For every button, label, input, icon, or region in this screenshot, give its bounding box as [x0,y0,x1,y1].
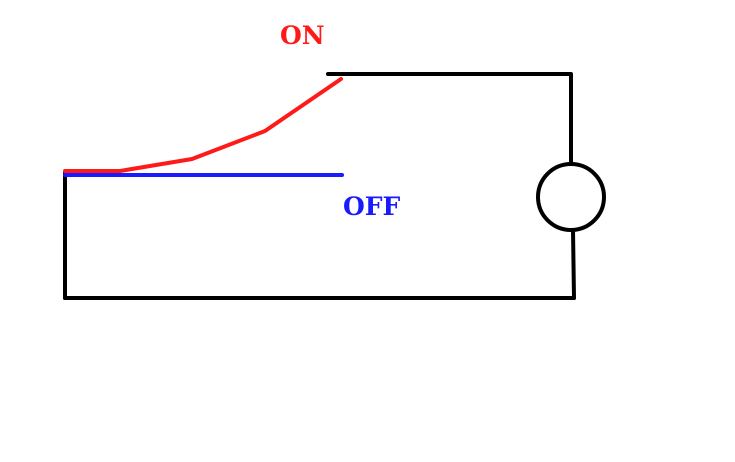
top-wire [326,72,573,166]
load-circle [536,162,606,232]
on-label: ON [280,21,325,50]
switch-arm-on [63,77,343,173]
right-lower-wire [571,228,576,300]
circuit-wires [63,72,576,300]
off-label: OFF [343,192,401,221]
